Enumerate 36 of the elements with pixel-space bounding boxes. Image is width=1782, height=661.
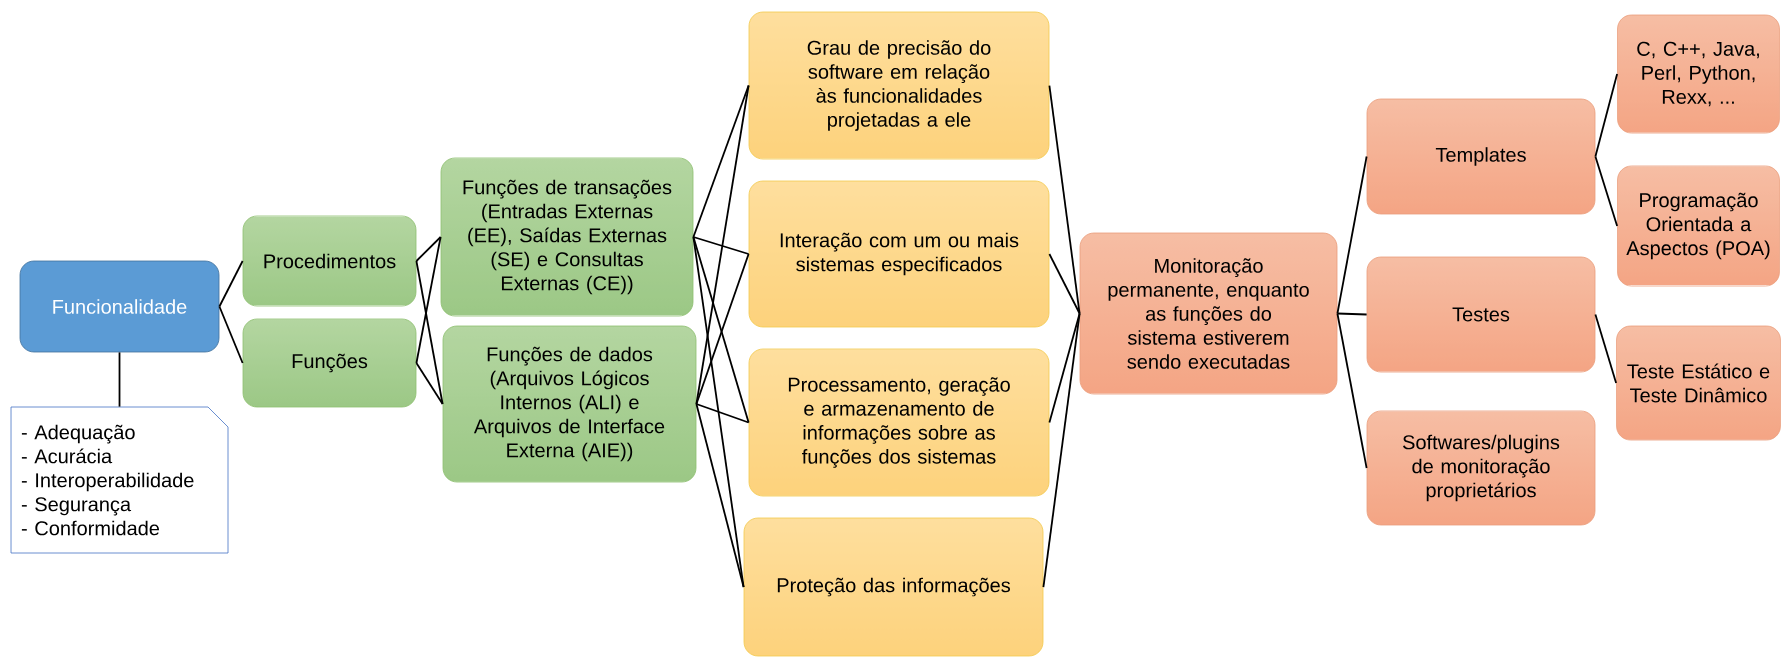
process-box: Processamento, geração e armazenamento de informações sobre as funções dos sistemas bbox=[748, 348, 1050, 497]
connector-line bbox=[218, 260, 244, 308]
process-box: Monitoração permanente, enquanto as funções do sistema estiverem sendo executadas bbox=[1079, 232, 1338, 395]
connector-line bbox=[1336, 155, 1368, 315]
connector-line bbox=[118, 351, 121, 408]
process-box: Funções de transações (Entradas Externas (EE), Saídas Externas (SE) e Consultas Externas (CE)) bbox=[440, 157, 694, 317]
connector-line bbox=[1336, 312, 1368, 469]
connector-line bbox=[415, 236, 442, 262]
connector-line bbox=[695, 253, 750, 405]
note-card: - Adequação - Acurácia - Interoperabilidade - Segurança - Conformidade bbox=[10, 406, 229, 554]
connector-line bbox=[692, 84, 750, 238]
process-box: Grau de precisão do software em relação às funcionalidades projetadas a ele bbox=[748, 11, 1050, 160]
process-box: Templates bbox=[1366, 98, 1596, 215]
connector-line bbox=[218, 305, 244, 364]
connector-line bbox=[1048, 253, 1081, 315]
process-box: C, C++, Java, Perl, Python, Rexx, ... bbox=[1617, 14, 1780, 134]
connector-line bbox=[692, 236, 750, 255]
connector-line bbox=[415, 362, 444, 405]
process-box: Testes bbox=[1366, 256, 1596, 373]
process-box: Teste Estático e Teste Dinâmico bbox=[1616, 325, 1781, 441]
category-box: Funcionalidade bbox=[19, 260, 220, 353]
connector-line bbox=[1336, 312, 1368, 316]
connector-line bbox=[415, 260, 444, 405]
process-box: Softwares/plugins de monitoração proprietários bbox=[1366, 410, 1596, 526]
connector-line bbox=[415, 236, 442, 364]
process-box: Proteção das informações bbox=[743, 517, 1044, 657]
process-box: Programação Orientada a Aspectos (POA) bbox=[1617, 165, 1780, 287]
connector-line bbox=[1594, 73, 1618, 158]
connector-line bbox=[1042, 312, 1081, 588]
connector-line bbox=[1048, 312, 1081, 424]
connector-line bbox=[695, 403, 750, 424]
process-box: Interação com um ou mais sistemas especificados bbox=[748, 180, 1050, 328]
connector-line bbox=[695, 403, 745, 588]
process-box: Funções de dados (Arquivos Lógicos Internos (ALI) e Arquivos de Interface Externa (AIE)) bbox=[442, 325, 697, 483]
process-box: Procedimentos bbox=[242, 215, 417, 307]
process-box: Funções bbox=[242, 318, 417, 408]
